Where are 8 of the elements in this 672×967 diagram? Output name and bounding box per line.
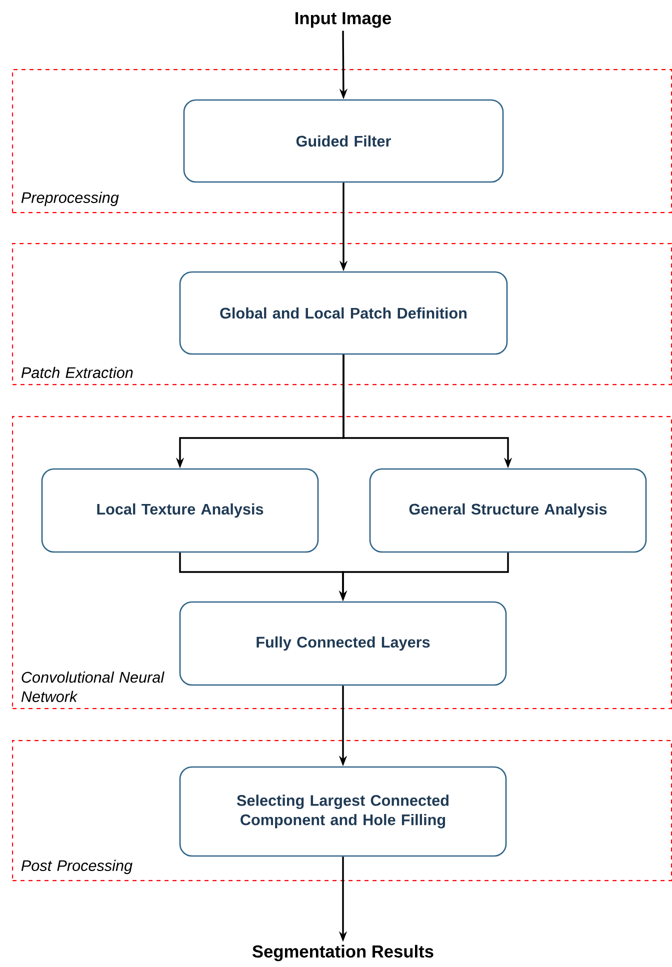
process-box: General Structure Analysis	[369, 468, 647, 553]
process-box: Fully Connected Layers	[179, 601, 507, 686]
process-box: Local Texture Analysis	[41, 468, 319, 553]
terminal-label: Input Image	[296, 12, 392, 28]
process-box: Selecting Largest Connected Component and Hole Filling	[179, 766, 507, 857]
process-box: Guided Filter	[183, 99, 504, 183]
terminal-label: Segmentation Results	[252, 944, 434, 962]
process-box: Global and Local Patch Definition	[179, 271, 508, 355]
